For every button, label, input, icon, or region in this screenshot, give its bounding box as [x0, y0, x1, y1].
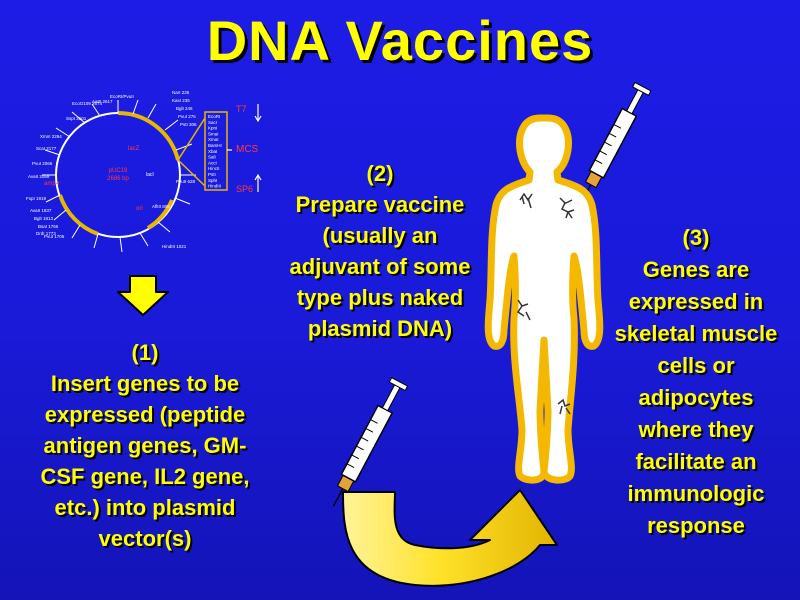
syringe-left-icon [332, 376, 409, 507]
step-2-text: (2) Prepare vaccine (usually an adjuvant… [270, 158, 490, 344]
step-3-number: (3) [682, 225, 710, 250]
mcs-label: MCS [236, 144, 259, 155]
step-3-line: Genes are [642, 257, 750, 282]
down-arrow [117, 275, 169, 316]
mcs-site-label: EcoRI [208, 114, 220, 119]
mcs-site-label: XbaI [208, 149, 217, 154]
plasmid-name-label: pUC19 [109, 168, 128, 174]
page-title: DNA Vaccines [206, 9, 594, 72]
step-2-line: adjuvant of some [289, 254, 471, 279]
lacz-label: lacZ [128, 146, 140, 152]
restriction-site-label: NarI 235 [172, 90, 190, 95]
restriction-site-label: AvaII 1837 [30, 208, 52, 213]
restriction-site-label: PstI 306 [180, 122, 197, 127]
step-1-line: Insert genes to be [50, 371, 240, 396]
amp-label: amp-r [44, 181, 60, 187]
step-2-number: (2) [366, 161, 394, 186]
restriction-site-label: PvuII 628 [176, 179, 196, 184]
restriction-site-label: BglI 1813 [34, 216, 54, 221]
restriction-site-label: SspI 2501 [66, 116, 87, 121]
mcs-site-label: SmaI [208, 131, 219, 136]
restriction-site-label: BsaI 1766 [38, 224, 59, 229]
step-2-line: (usually an [322, 223, 438, 248]
mcs-site-label: KpnI [208, 126, 217, 131]
mcs-site-label: XmaI [208, 137, 219, 142]
human-figure [484, 114, 604, 484]
restriction-site-label: PvuI 2066 [32, 161, 53, 166]
restriction-site-label: XmnI 2294 [40, 134, 62, 139]
restriction-site-label: PvuI 276 [178, 114, 196, 119]
mcs-site-label: AccI [208, 160, 217, 165]
ori-label: ori [136, 206, 143, 212]
restriction-site-label: AatII 2617 [92, 99, 113, 104]
restriction-site-label: ScaI 2177 [36, 146, 57, 151]
curved-arrow [342, 489, 558, 587]
mcs-site-label: HincII [208, 166, 220, 171]
restriction-site-label: EcoRI/PvuII [110, 94, 134, 99]
step-3-line: response [647, 513, 745, 538]
step-3-line: immunologic [627, 481, 765, 506]
mcs-site-label: SacI [208, 120, 217, 125]
step-1-line: CSF gene, IL2 gene, [40, 464, 250, 489]
mcs-site-label: PstI [208, 172, 216, 177]
step-1-line: etc.) into plasmid [54, 495, 236, 520]
mcs-site-label: HindIII [208, 184, 221, 189]
t7-label: T7 [236, 104, 247, 114]
sp6-label: SP6 [236, 184, 253, 194]
step-2-line: plasmid DNA) [307, 316, 453, 341]
restriction-site-label: AvaII 2059 [28, 174, 50, 179]
step-1-line: antigen genes, GM- [43, 433, 247, 458]
step-1-line: vector(s) [98, 526, 192, 551]
step-1-line: expressed (peptide [44, 402, 246, 427]
restriction-site-label: DrdI 1773 [36, 231, 56, 236]
step-3-line: skeletal muscle [614, 321, 778, 346]
step-1-text: (1) Insert genes to be expressed (peptid… [20, 337, 270, 554]
step-3-text: (3) Genes are expressed in skeletal musc… [596, 222, 796, 542]
restriction-site-label: EcoO109 2674 [72, 101, 103, 106]
restriction-site-label: AflIII 806 [152, 204, 170, 209]
plasmid-size-label: 2686 bp [107, 176, 129, 182]
restriction-site-label: BglI 245 [176, 106, 193, 111]
restriction-site-label: PvuI 1705 [44, 234, 65, 239]
step-2-line: Prepare vaccine [295, 192, 465, 217]
step-3-line: adipocytes [638, 385, 754, 410]
syringe-right-icon [580, 81, 652, 203]
step-2-line: type plus naked [296, 285, 464, 310]
mcs-site-label: BamHI [208, 143, 222, 148]
step-1-number: (1) [131, 340, 159, 365]
mcs-site-label: SalI [208, 155, 216, 160]
laci-label: lacI [146, 172, 154, 178]
restriction-site-label: KasI 235 [172, 98, 190, 103]
step-3-line: where they [638, 417, 754, 442]
restriction-site-label: FspI 1919 [26, 196, 47, 201]
mcs-site-label: SphI [208, 178, 217, 183]
step-3-line: cells or [657, 353, 735, 378]
step-3-line: facilitate an [635, 449, 757, 474]
step-3-line: expressed in [628, 289, 764, 314]
restriction-site-label: HindIII 1021 [162, 244, 187, 249]
